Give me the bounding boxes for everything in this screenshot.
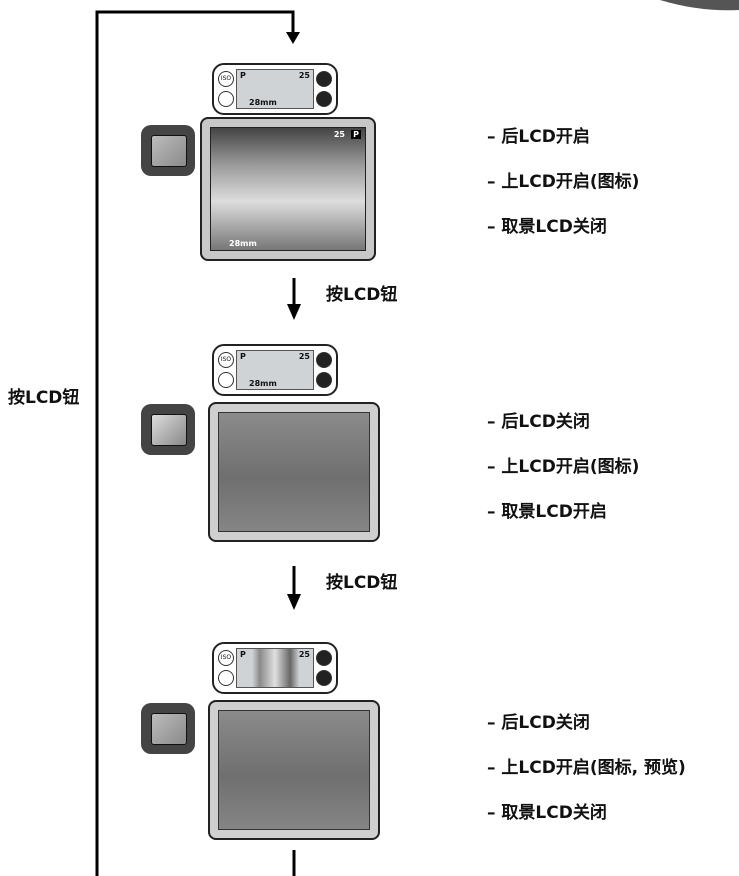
top-lcd-panel-2: ISO P 25 28mm [212, 344, 338, 396]
mode-3-line-3: – 取景LCD关闭 [487, 803, 607, 823]
rear-lcd-3 [208, 700, 380, 840]
top-lcd-screen-1: P 25 28mm [236, 69, 314, 109]
mode-1-line-2: – 上LCD开启(图标) [487, 172, 640, 192]
rear-lcd-2 [208, 402, 380, 542]
top-lcd-panel-3: ISO P 25 [212, 642, 338, 694]
top-lcd-screen-3: P 25 [236, 648, 314, 688]
mode-1-line-1: – 后LCD开启 [487, 127, 590, 147]
loop-line [95, 10, 295, 876]
mode-1-line-3: – 取景LCD关闭 [487, 217, 607, 237]
mode-2-line-3: – 取景LCD开启 [487, 502, 607, 522]
rear-lcd-1: 25 P 28mm [200, 117, 376, 261]
top-lcd-panel-1: ISO P 25 28mm [212, 63, 338, 115]
mode-3-description: – 后LCD关闭 – 上LCD开启(图标, 预览) – 取景LCD关闭 [487, 708, 686, 843]
mode-2-description: – 后LCD关闭 – 上LCD开启(图标) – 取景LCD开启 [487, 407, 639, 542]
mode-2-line-1: – 后LCD关闭 [487, 412, 590, 432]
step-label-2: 按LCD钮 [326, 573, 398, 593]
rear-lcd-photo: 25 P 28mm [210, 127, 366, 251]
viewfinder-3 [141, 703, 195, 754]
mode-2-line-2: – 上LCD开启(图标) [487, 457, 640, 477]
loop-arrowhead [286, 32, 300, 44]
mode-1-description: – 后LCD开启 – 上LCD开启(图标) – 取景LCD关闭 [487, 122, 639, 257]
drive-button [316, 71, 332, 87]
metering-button [218, 91, 234, 107]
viewfinder-1 [141, 125, 195, 176]
mode-3-line-2: – 上LCD开启(图标, 预览) [487, 758, 686, 778]
mode-3-line-1: – 后LCD关闭 [487, 713, 590, 733]
timer-button [316, 91, 332, 107]
iso-button: ISO [218, 71, 234, 87]
corner-decoration [660, 0, 739, 11]
side-label: 按LCD钮 [8, 388, 80, 408]
step-label-1: 按LCD钮 [326, 285, 398, 305]
top-lcd-screen-2: P 25 28mm [236, 350, 314, 390]
viewfinder-2 [141, 404, 195, 455]
